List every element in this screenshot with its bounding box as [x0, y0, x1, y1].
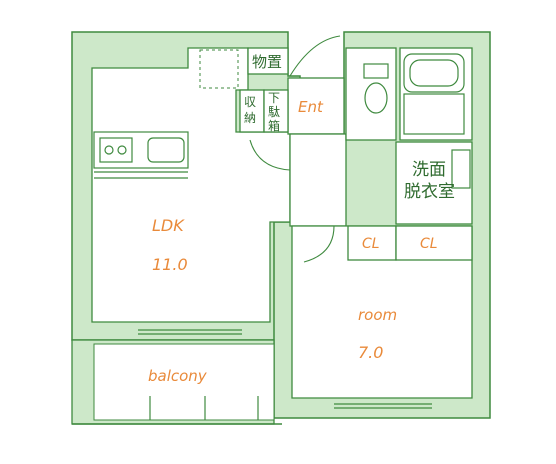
- label-shoe-2: 駄: [268, 104, 280, 119]
- toilet-fixture: [363, 63, 389, 114]
- label-shoe-3: 箱: [268, 118, 280, 133]
- label-balcony: balcony: [148, 367, 208, 385]
- label-washroom-2: 脱衣室: [404, 182, 455, 202]
- kitchen-counter: [93, 131, 189, 179]
- wash-basin: [451, 149, 471, 189]
- label-washroom-1: 洗面: [412, 160, 446, 180]
- label-ldk: LDK: [152, 216, 185, 235]
- balcony-area: [71, 339, 282, 425]
- bathtub-fixture: [403, 53, 465, 135]
- label-entrance: Ent: [298, 98, 324, 116]
- label-shuno-1: 収: [244, 95, 256, 109]
- label-shoe-1: 下: [268, 91, 280, 105]
- windows: [138, 329, 432, 420]
- label-closet-2: CL: [420, 236, 438, 252]
- door-swings: [249, 35, 341, 263]
- label-room-size: 7.0: [358, 343, 383, 362]
- label-ldk-size: 11.0: [152, 255, 188, 274]
- fridge-space: [199, 49, 239, 89]
- label-closet-1: CL: [362, 236, 380, 252]
- label-room: room: [358, 306, 397, 324]
- label-storage: 物置: [252, 53, 282, 71]
- label-shuno-2: 納: [244, 111, 256, 125]
